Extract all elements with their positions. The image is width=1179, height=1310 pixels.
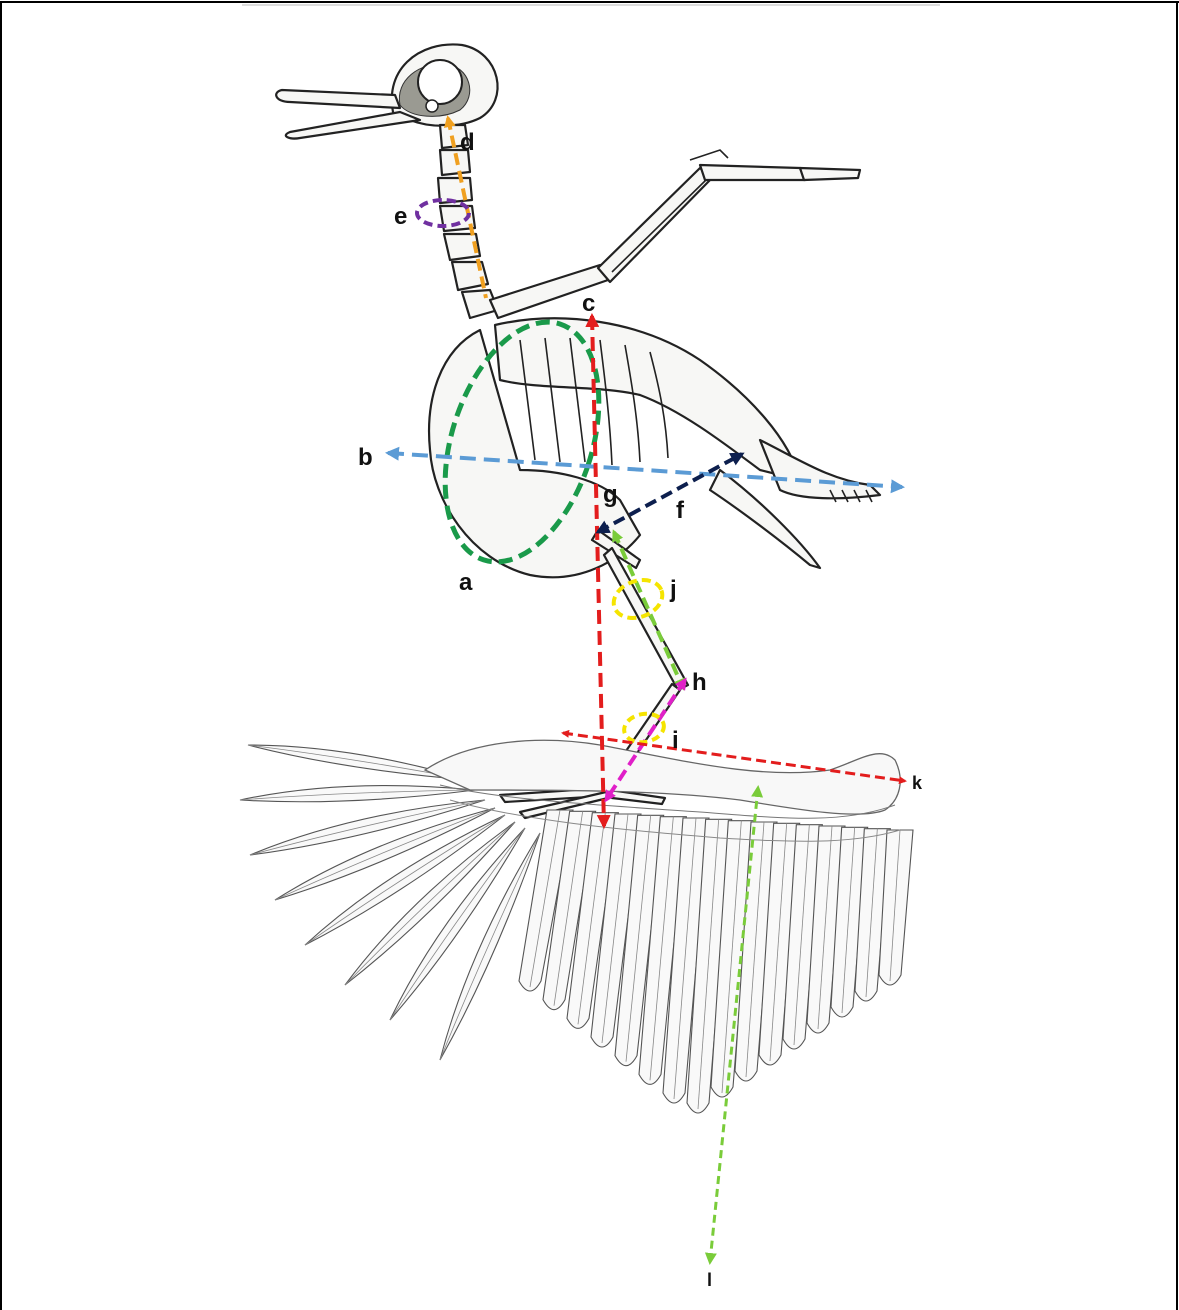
label-c: c	[582, 290, 595, 317]
bird-skeleton-illustration	[276, 44, 880, 818]
label-b: b	[358, 444, 373, 471]
label-i: i	[672, 727, 679, 754]
pygostyle	[760, 440, 880, 498]
label-l: l	[707, 1270, 712, 1290]
lower-beak	[286, 112, 420, 139]
pelvis-back	[495, 318, 800, 480]
upper-beak	[276, 90, 400, 108]
label-a: a	[459, 569, 473, 596]
label-d: d	[460, 129, 475, 156]
label-f: f	[676, 497, 685, 524]
label-h: h	[692, 669, 707, 696]
measure-g-arrow	[614, 532, 683, 688]
label-g: g	[603, 481, 618, 508]
label-e: e	[394, 203, 407, 230]
primary-feather	[240, 786, 475, 802]
carpometacarpus	[700, 165, 805, 180]
label-k: k	[912, 773, 923, 793]
radius-ulna	[598, 168, 712, 282]
label-j: j	[669, 576, 677, 603]
eye-socket	[418, 60, 462, 104]
ear-opening	[426, 100, 438, 112]
wing-digit	[800, 168, 860, 180]
